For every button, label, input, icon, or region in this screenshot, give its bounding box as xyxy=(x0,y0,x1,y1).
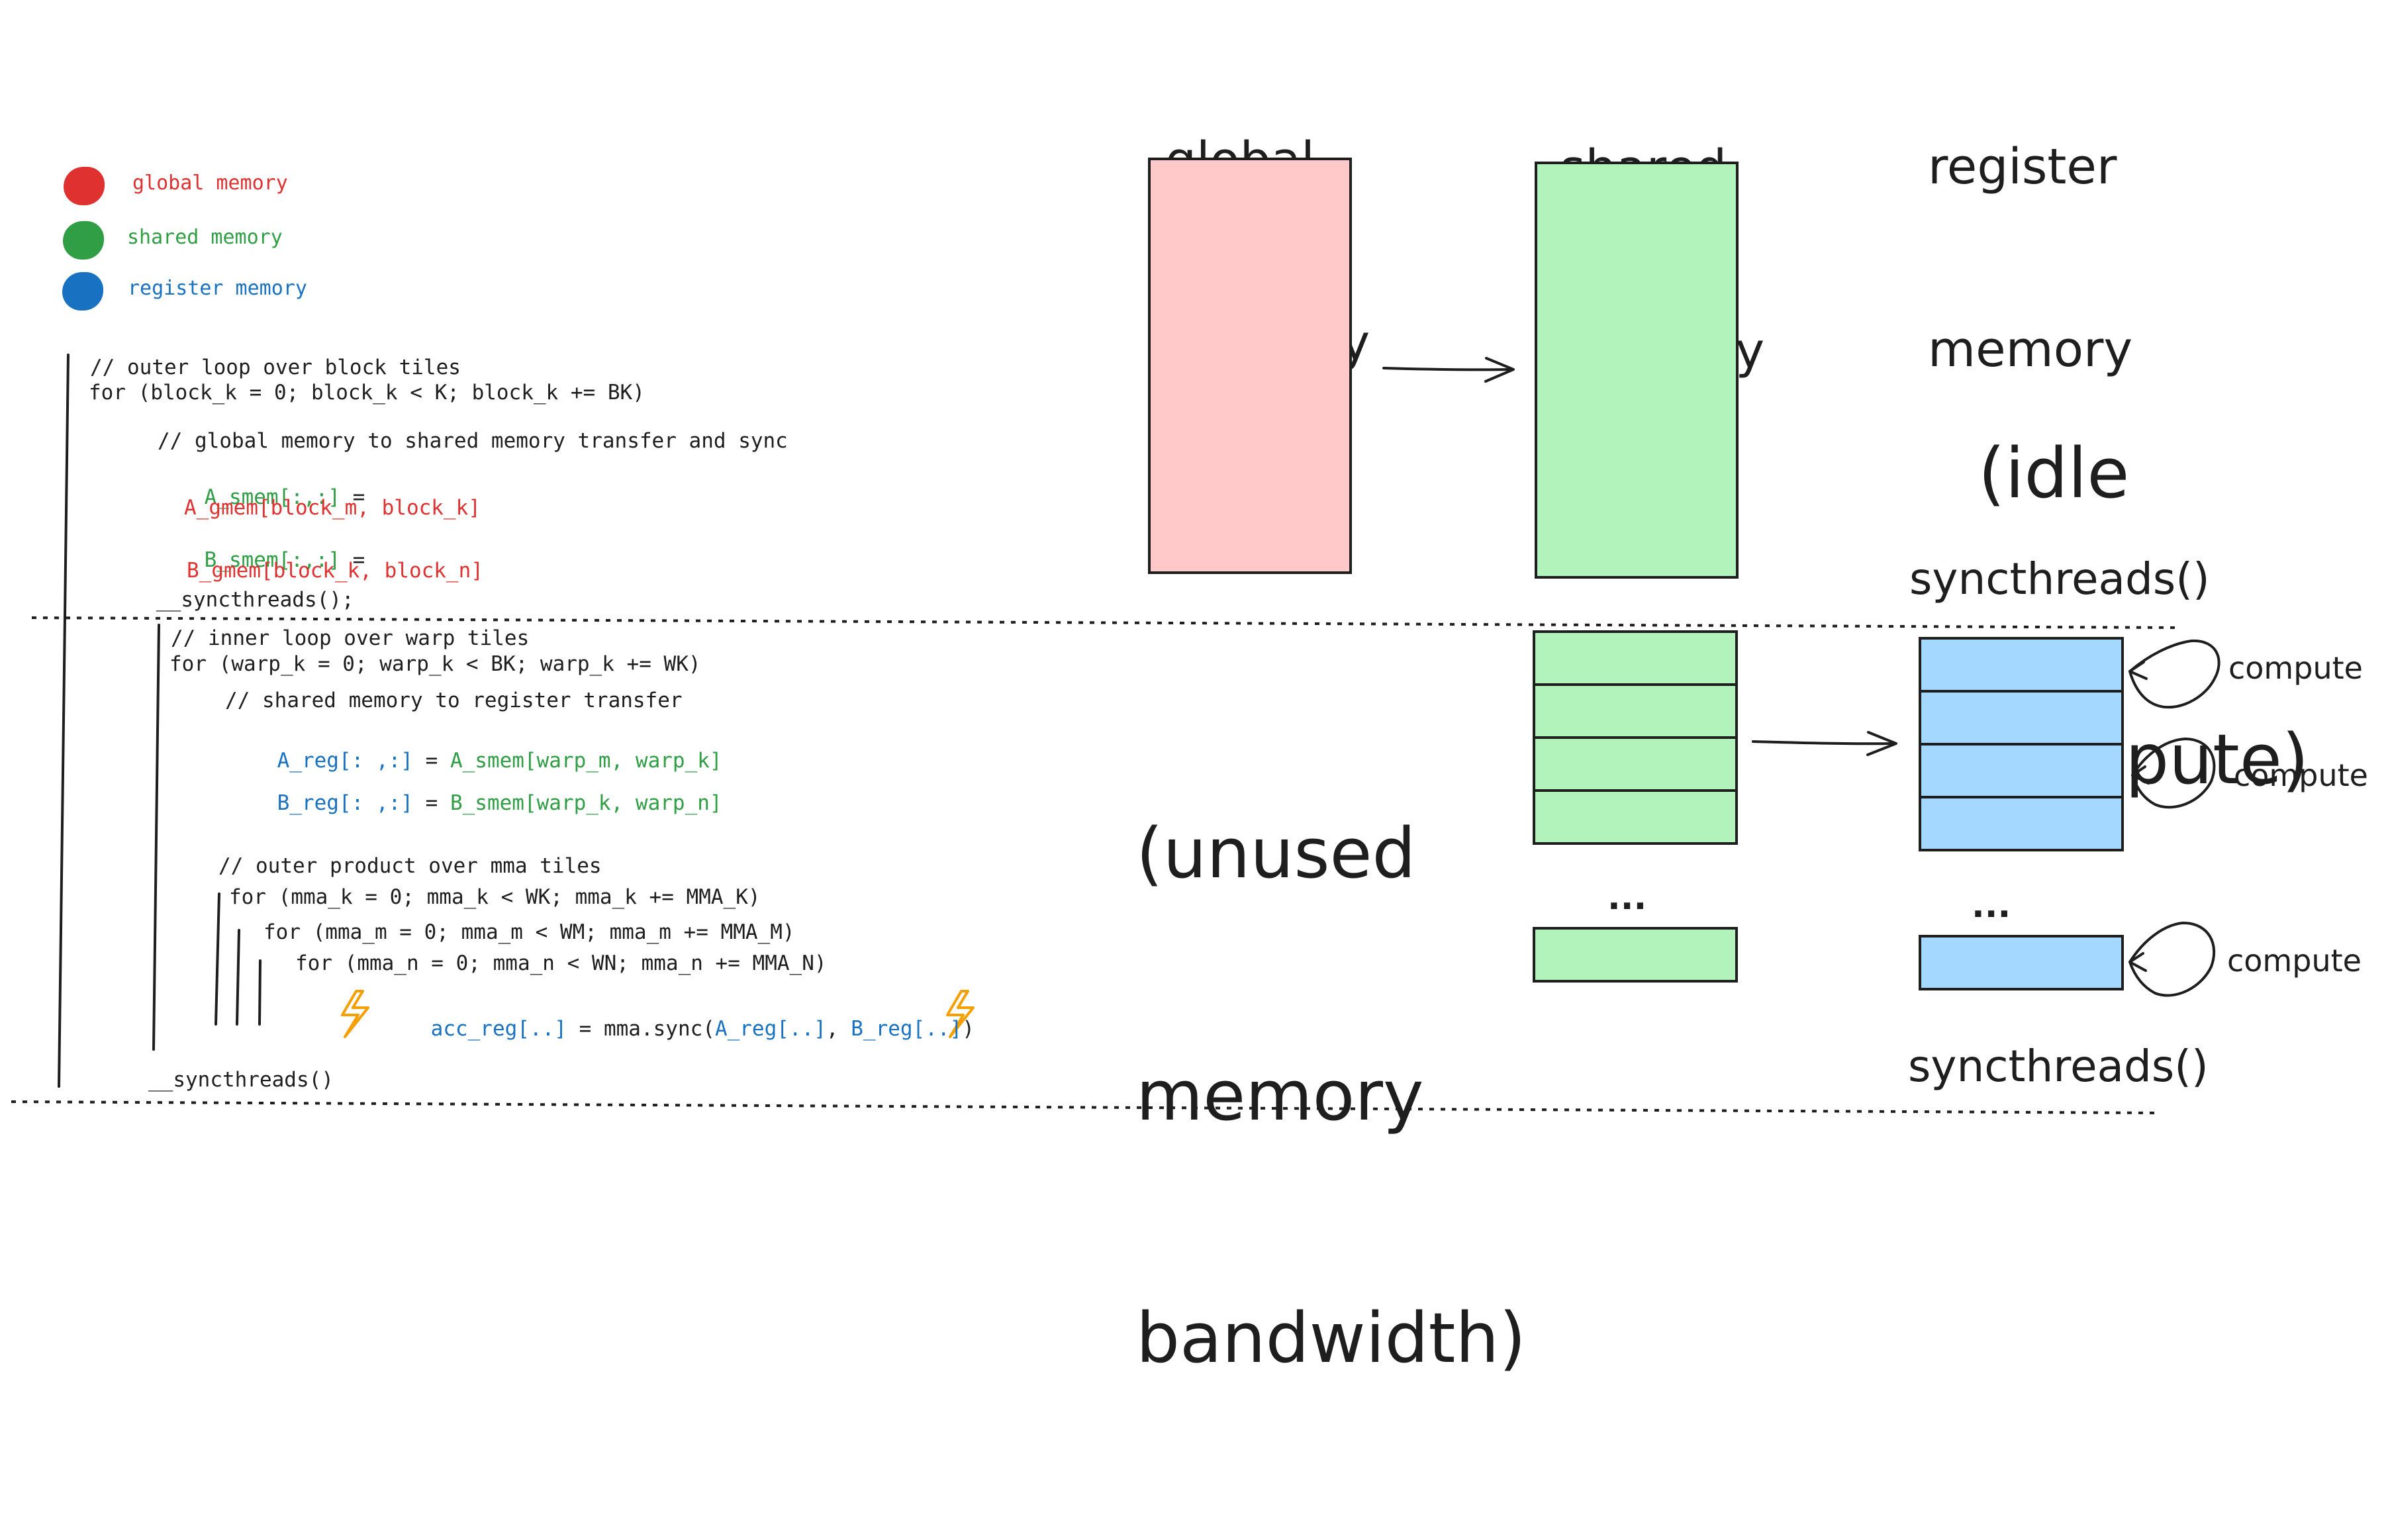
register-tile xyxy=(1919,690,2124,746)
unused-bandwidth-note: (unused memory bandwidth) xyxy=(1136,651,1526,1540)
b-reg-assign-line: B_reg[: ,:] = B_smem[warp_k, warp_n] xyxy=(228,773,722,834)
b-reg-arg-token: B_reg[..] xyxy=(851,1017,963,1041)
header-line: register xyxy=(1928,138,2117,195)
idle-compute-note: (idle compute) xyxy=(1978,235,2309,998)
mma-comment: // outer product over mma tiles xyxy=(218,854,602,878)
a-reg-arg-token: A_reg[..] xyxy=(714,1017,826,1041)
shared-tile xyxy=(1533,736,1738,792)
global-memory-swatch xyxy=(64,167,105,205)
global-to-shared-arrow xyxy=(1382,357,1515,383)
compute-loop-1 xyxy=(2128,639,2221,709)
a-reg-assign-line: A_reg[: ,:] = A_smem[warp_m, warp_k] xyxy=(228,730,722,792)
a-smem-token: A_smem[:,:] xyxy=(204,485,340,509)
b-smem-token: B_smem[:,:] xyxy=(204,548,340,572)
mma-n-for: for (mma_n = 0; mma_n < WN; mma_n += MMA… xyxy=(295,951,827,975)
shared-tile xyxy=(1533,927,1738,983)
assign-token: = xyxy=(340,485,365,509)
syncthreads-call-1: __syncthreads(); xyxy=(156,588,354,612)
register-memory-swatch xyxy=(62,272,103,311)
register-tiles-ellipsis: ... xyxy=(1972,886,2011,926)
compute-label-3: compute xyxy=(2227,943,2362,979)
mma-k-scope-bar xyxy=(215,892,220,1026)
b-gmem-token: B_gmem[block_k, block_n] xyxy=(187,559,483,583)
b-smem-warp-token: B_smem[warp_k, warp_n] xyxy=(450,791,722,815)
b-reg-token: B_reg[: ,:] xyxy=(277,791,413,815)
memory-hierarchy-diagram: global memory shared memory register mem… xyxy=(11,15,2368,1378)
register-memory-header: register memory xyxy=(1928,15,2132,502)
eq-token: = xyxy=(412,791,450,815)
sync-divider-2 xyxy=(11,1100,2159,1114)
shared-tile xyxy=(1533,789,1738,845)
a-smem-warp-token: A_smem[warp_m, warp_k] xyxy=(450,749,722,773)
syncthreads-call-2: __syncthreads() xyxy=(148,1068,334,1092)
s2r-comment: // shared memory to register transfer xyxy=(225,689,683,712)
header-line: memory xyxy=(1928,321,2133,378)
b-smem-assign-line: B_smem[:,:] = xyxy=(155,530,365,591)
note-line: (idle xyxy=(1978,433,2130,514)
assign-token: = xyxy=(340,548,365,572)
legend-global-memory: global memory xyxy=(132,171,288,195)
compute-label-2: compute xyxy=(2234,757,2368,793)
compute-loop-2 xyxy=(2131,738,2216,809)
a-smem-assign-line: A_smem[:,:] = xyxy=(155,467,365,528)
comma-token: , xyxy=(826,1017,851,1041)
compute-label-1: compute xyxy=(2228,650,2363,686)
shared-tile xyxy=(1533,683,1738,739)
acc-reg-token: acc_reg[..] xyxy=(430,1017,567,1041)
eq-token: = xyxy=(412,749,450,773)
register-tile xyxy=(1919,796,2124,851)
note-line: (unused xyxy=(1136,813,1416,894)
mma-m-for: for (mma_m = 0; mma_m < WM; mma_m += MMA… xyxy=(263,920,795,944)
legend-shared-memory: shared memory xyxy=(127,226,283,249)
register-tile xyxy=(1919,637,2124,693)
lightning-icon xyxy=(341,990,369,1038)
syncthreads-label-2: syncthreads() xyxy=(1908,1041,2209,1092)
inner-loop-for: for (warp_k = 0; warp_k < BK; warp_k += … xyxy=(169,652,701,676)
a-reg-token: A_reg[: ,:] xyxy=(277,749,413,773)
mma-k-for: for (mma_k = 0; mma_k < WK; mma_k += MMA… xyxy=(229,885,761,909)
mma-m-scope-bar xyxy=(236,929,240,1026)
outer-loop-comment: // outer loop over block tiles xyxy=(90,356,461,379)
diagram-strokes xyxy=(11,354,2221,1114)
register-tile xyxy=(1919,935,2124,990)
note-line: bandwidth) xyxy=(1136,1298,1526,1378)
sync-divider-1 xyxy=(31,616,2179,629)
mma-sync-line: acc_reg[..] = mma.sync(A_reg[..], B_reg[… xyxy=(381,998,975,1060)
shared-memory-swatch xyxy=(63,221,104,260)
inner-loop-comment: // inner loop over warp tiles xyxy=(171,626,530,650)
note-line: memory xyxy=(1136,1055,1424,1136)
a-gmem-token: A_gmem[block_m, block_k] xyxy=(184,496,481,520)
shared-tile xyxy=(1533,630,1738,686)
outer-loop-for: for (block_k = 0; block_k < K; block_k +… xyxy=(89,381,645,405)
g2s-comment: // global memory to shared memory transf… xyxy=(158,429,788,453)
compute-loop-3 xyxy=(2128,922,2215,997)
close-paren-token: ) xyxy=(962,1017,975,1041)
lightning-icon xyxy=(946,990,975,1038)
legend-register-memory: register memory xyxy=(128,277,307,300)
syncthreads-label-1: syncthreads() xyxy=(1909,553,2210,604)
mma-call-token: = mma.sync( xyxy=(566,1017,715,1041)
shared-to-register-arrow xyxy=(1752,731,1897,756)
outer-loop-scope-bar xyxy=(58,354,70,1088)
register-tile xyxy=(1919,743,2124,798)
inner-loop-scope-bar xyxy=(152,624,160,1051)
shared-tiles-ellipsis: ... xyxy=(1607,878,1647,918)
shared-memory-block xyxy=(1535,162,1739,579)
global-memory-block xyxy=(1148,158,1352,574)
